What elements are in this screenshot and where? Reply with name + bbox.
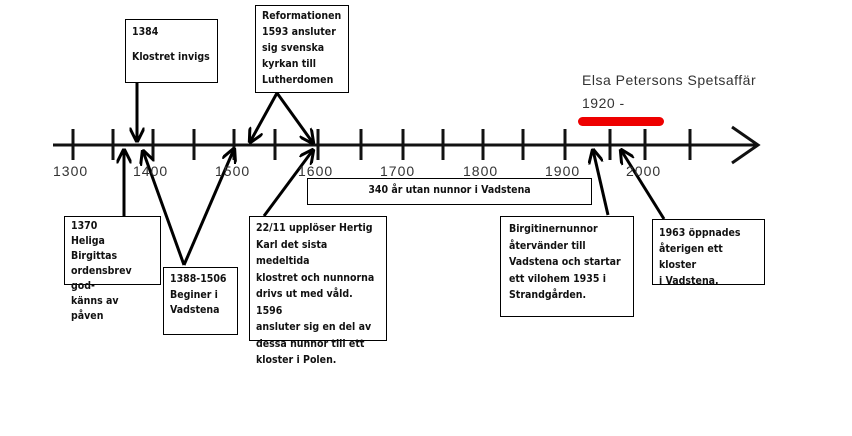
event-box-1963: 1963 öppnades återigen ett kloster i Vad… xyxy=(652,219,765,287)
year-label: 1300 xyxy=(53,163,89,179)
event-box-1370: 1370 Heliga Birgittas ordensbrev god- kä… xyxy=(64,216,161,322)
axis-ticks xyxy=(71,129,692,160)
event-box-1935: Birgitinernunnor återvänder till Vadsten… xyxy=(500,216,634,317)
event-text: 340 år utan nunnor i Vadstena xyxy=(368,184,531,196)
event-text: 1370 Heliga Birgittas ordensbrev god- kä… xyxy=(71,220,132,322)
year-label: 1500 xyxy=(215,163,251,179)
event-text: 1963 öppnades återigen ett kloster i Vad… xyxy=(659,227,741,287)
event-box-reformation: Reformationen 1593 ansluter sig svenska … xyxy=(255,5,349,93)
arrow-1506 xyxy=(182,149,234,266)
year-label: 1400 xyxy=(133,163,169,179)
highlight-period: 1920 - xyxy=(582,95,625,111)
event-box-1593: 22/11 upplöser Hertig Karl det sista med… xyxy=(249,216,387,366)
year-label: 1900 xyxy=(545,163,581,179)
arrow-1963 xyxy=(621,150,666,220)
event-text: 22/11 upplöser Hertig Karl det sista med… xyxy=(256,222,375,366)
event-text: 1388-1506 Beginer i Vadstena xyxy=(170,273,227,316)
event-box-1388: 1388-1506 Beginer i Vadstena xyxy=(163,267,238,335)
event-text: Klostret invigs xyxy=(132,50,210,63)
arrow-reformation-a xyxy=(250,92,279,142)
arrow-1388 xyxy=(143,151,186,266)
event-box-340-years: 340 år utan nunnor i Vadstena xyxy=(307,178,592,205)
year-label: 2000 xyxy=(626,163,662,179)
arrow-reformation-b xyxy=(275,92,313,143)
event-year: 1384 xyxy=(132,26,159,38)
arrow-1593 xyxy=(262,150,313,217)
event-text: Birgitinernunnor återvänder till Vadsten… xyxy=(509,223,621,301)
year-label: 1600 xyxy=(298,163,334,179)
axis-arrowhead xyxy=(731,125,761,165)
event-box-1384: 1384 Klostret invigs xyxy=(125,19,218,83)
highlight-bar xyxy=(578,117,664,126)
event-text: Reformationen 1593 ansluter sig svenska … xyxy=(262,10,342,86)
year-label: 1700 xyxy=(380,163,416,179)
year-label: 1800 xyxy=(463,163,499,179)
highlight-title: Elsa Petersons Spetsaffär xyxy=(582,72,757,88)
arrow-1935 xyxy=(593,150,610,216)
